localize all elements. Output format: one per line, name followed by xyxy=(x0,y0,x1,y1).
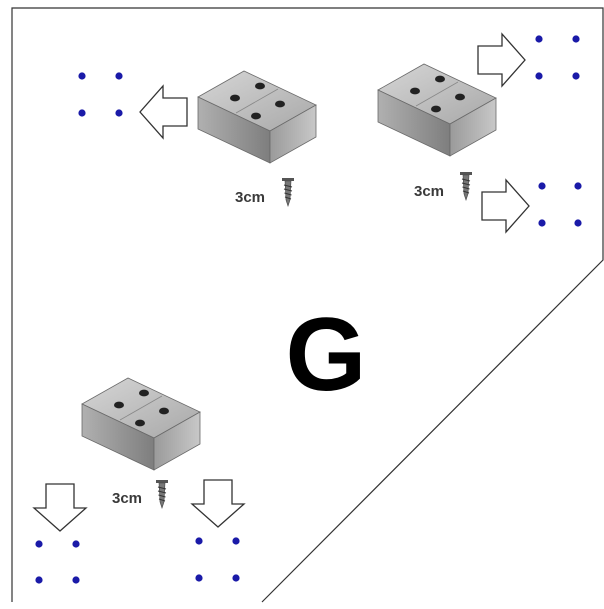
hole-group-right xyxy=(538,182,582,227)
hole-group-bottom-middle xyxy=(195,537,240,582)
arrow-right-icon xyxy=(477,32,526,88)
hole-group-top-right xyxy=(535,35,580,80)
arrow-right-icon xyxy=(481,178,530,234)
dimension-label: 3cm xyxy=(414,183,445,200)
hole-group-bottom-left xyxy=(35,540,80,584)
panel-letter: G xyxy=(285,297,367,413)
block-top-right-icon xyxy=(377,63,497,157)
hole-group-top-left xyxy=(78,72,123,117)
screw-icon xyxy=(155,479,169,509)
block-top-left-icon xyxy=(197,70,317,164)
dimension-label: 3cm xyxy=(112,490,143,507)
dimension-label: 3cm xyxy=(235,189,266,206)
block-bottom-left-icon xyxy=(81,377,201,471)
arrow-down-icon xyxy=(190,479,246,528)
arrow-left-icon xyxy=(139,84,188,140)
panel-border xyxy=(11,7,604,603)
screw-icon xyxy=(281,177,295,207)
screw-icon xyxy=(459,171,473,201)
arrow-down-icon xyxy=(32,483,88,532)
